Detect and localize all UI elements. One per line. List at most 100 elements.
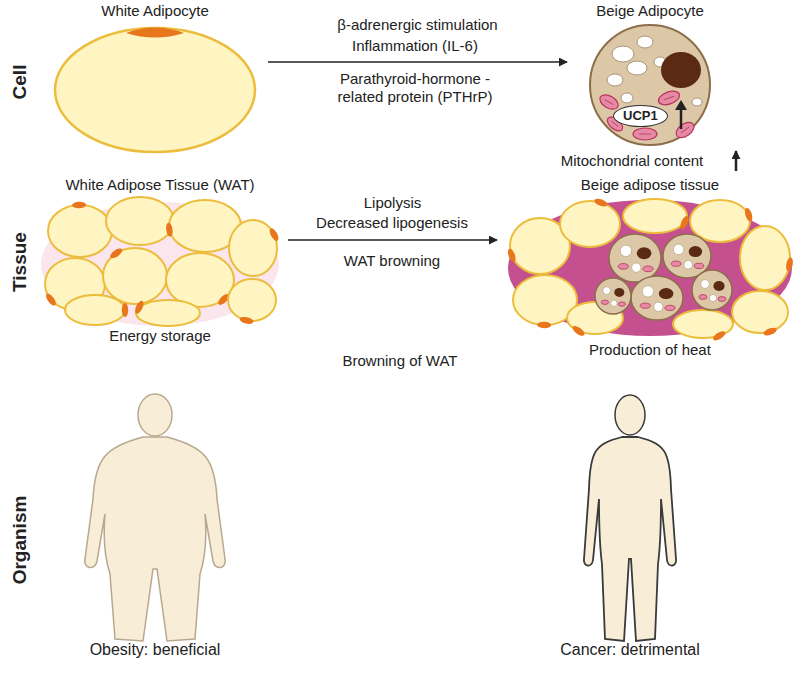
nucleus xyxy=(614,288,624,297)
head xyxy=(138,394,172,436)
illustration xyxy=(40,176,280,346)
obese-body xyxy=(85,437,225,641)
edge-label: Lipolysis xyxy=(364,194,422,212)
cristae xyxy=(605,100,614,105)
node-caption: Energy storage xyxy=(40,327,280,345)
white-adipocyte xyxy=(560,201,620,247)
lipid-droplet xyxy=(620,245,631,256)
tissue-node: White Adipose Tissue (WAT) Energy storage xyxy=(40,176,280,346)
node-caption: Production of heat xyxy=(505,341,795,359)
illustration xyxy=(510,372,750,664)
person-figure xyxy=(584,395,676,641)
lipid-droplet xyxy=(684,260,693,269)
nucleus xyxy=(661,52,701,88)
node-heading: Beige Adipocyte xyxy=(575,2,725,20)
white-adipocyte xyxy=(228,279,276,321)
row-label: Organism xyxy=(9,496,31,585)
person-figure xyxy=(85,394,225,641)
nucleus xyxy=(537,322,551,329)
head xyxy=(615,395,645,435)
beige-adipocyte xyxy=(595,278,631,314)
annotation: Mitochondrial content xyxy=(561,152,704,170)
mitochondrion xyxy=(618,264,628,270)
mitochondrion xyxy=(699,295,707,300)
illustration xyxy=(505,176,795,361)
mitochondrion xyxy=(640,303,650,308)
illustration xyxy=(575,2,725,152)
node-heading: Beige adipose tissue xyxy=(505,176,795,194)
nucleus xyxy=(712,329,727,342)
lipid-droplet xyxy=(621,93,633,103)
nucleus xyxy=(679,215,690,230)
nucleus xyxy=(44,292,58,307)
lipid-droplet xyxy=(603,287,611,295)
lipid-droplet xyxy=(627,61,647,75)
nucleus xyxy=(165,222,173,237)
annotation: Decreased lipogenesis xyxy=(316,214,468,232)
cell-node: White Adipocyte xyxy=(50,2,260,154)
lipid-droplet xyxy=(632,263,641,272)
mitochondrion xyxy=(657,89,682,108)
mitochondrion xyxy=(643,266,653,272)
lipid-droplet xyxy=(709,294,716,301)
cell-node: Beige AdipocyteUCP1 xyxy=(575,2,725,152)
illustration xyxy=(50,2,260,154)
nucleus xyxy=(72,202,86,209)
mitochondrion xyxy=(601,300,608,304)
white-adipocyte xyxy=(690,200,750,242)
nucleus xyxy=(133,300,145,315)
beige-adipocyte xyxy=(609,234,661,282)
nucleus xyxy=(268,227,280,242)
nucleus xyxy=(506,248,517,263)
organism-node: Cancer: detrimental xyxy=(510,372,750,664)
mitochondrion xyxy=(618,302,625,306)
process-arrow xyxy=(268,61,567,63)
annotation: Inflammation (IL-6) xyxy=(352,37,478,55)
mitochondrion xyxy=(665,305,675,310)
annotation: Parathyroid-hormone -related protein (PT… xyxy=(321,70,509,106)
lipid-droplet xyxy=(642,286,653,297)
mitochondrion xyxy=(671,261,681,266)
mitochondrion xyxy=(673,119,696,140)
node-heading: White Adipocyte xyxy=(50,2,260,20)
white-adipocyte xyxy=(65,295,125,325)
beige-adipocyte xyxy=(631,276,683,320)
lipid-droplet xyxy=(673,244,684,255)
mitochondrion xyxy=(694,263,704,268)
lipid-droplet xyxy=(611,300,617,306)
nucleus xyxy=(659,288,674,299)
increase-arrow xyxy=(735,151,738,171)
lipid-droplet xyxy=(607,74,623,86)
nucleus xyxy=(239,316,254,325)
annotation: Browning of WAT xyxy=(342,352,457,370)
lipid-droplet xyxy=(637,36,653,48)
lipid-droplet xyxy=(654,302,663,311)
nucleus xyxy=(637,247,652,259)
increase-arrow xyxy=(680,108,683,129)
nucleus xyxy=(689,246,702,257)
nucleus xyxy=(593,197,608,208)
tissue-ground xyxy=(508,200,792,336)
nucleus xyxy=(126,28,184,38)
nucleus xyxy=(744,207,754,222)
nucleus xyxy=(571,324,586,337)
mitochondrion xyxy=(633,128,657,140)
tissue-node: Beige adipose tissueProduction of heat xyxy=(505,176,795,361)
thin-body xyxy=(584,437,676,641)
protein-label: UCP1 xyxy=(623,108,658,123)
node-heading: White Adipose Tissue (WAT) xyxy=(40,176,280,194)
cristae xyxy=(664,96,674,100)
white-adipocyte xyxy=(48,205,112,257)
organism-node: Obesity: beneficial xyxy=(40,372,270,664)
row-label: Cell xyxy=(9,65,31,100)
cristae xyxy=(639,134,651,135)
process-arrow xyxy=(288,239,497,241)
beige-adipocyte-shape xyxy=(590,25,710,145)
nucleus xyxy=(785,257,794,272)
lipid-droplet xyxy=(701,280,710,289)
annotation: WAT browning xyxy=(344,252,440,270)
white-adipocyte xyxy=(229,220,277,276)
lipid-droplet xyxy=(612,46,634,62)
illustration xyxy=(40,372,270,664)
